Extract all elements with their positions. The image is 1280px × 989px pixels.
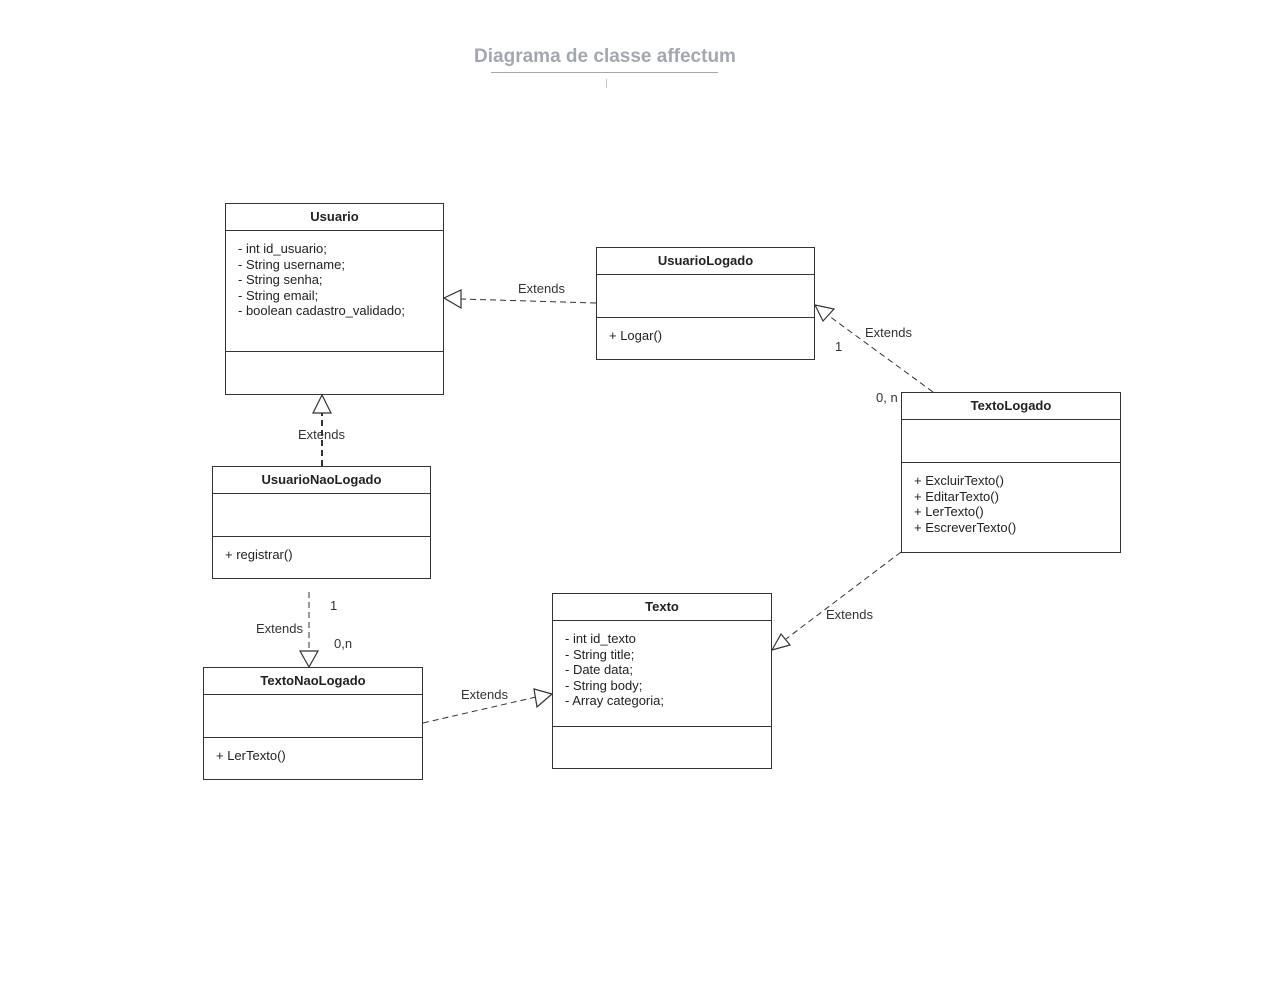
attributes-section — [902, 420, 1120, 463]
class-attribute: - String username; — [238, 256, 345, 272]
methods-section: + ExcluirTexto()+ EditarTexto()+ LerText… — [902, 463, 1120, 553]
class-attribute: - int id_texto — [565, 631, 636, 646]
class-name: TextoLogado — [902, 393, 1120, 420]
edge-textologado-texto[interactable] — [785, 551, 902, 640]
class-attribute: - String title; — [565, 646, 635, 662]
generalization-arrowhead — [442, 289, 462, 310]
title-underline — [491, 72, 718, 73]
methods-section: + registrar() — [213, 537, 430, 579]
class-attribute: - String email; — [238, 287, 319, 303]
class-usuario-nao-logado[interactable]: UsuarioNaoLogado + registrar() — [212, 466, 431, 579]
class-texto-nao-logado[interactable]: TextoNaoLogado + LerTexto() — [203, 667, 423, 780]
class-name: UsuarioLogado — [597, 248, 814, 275]
attributes-section — [204, 695, 422, 738]
title-tick — [606, 79, 607, 88]
edge-textologado-usuariologado[interactable] — [828, 315, 934, 393]
attributes-section: - int id_usuario;- String username;- Str… — [226, 231, 443, 352]
class-method: + EscreverTexto() — [914, 519, 1017, 535]
class-usuario-logado[interactable]: UsuarioLogado + Logar() — [596, 247, 815, 360]
generalization-arrowhead — [298, 650, 320, 669]
attributes-section — [213, 494, 430, 537]
relation-label: Extends — [518, 281, 565, 296]
relation-label: Extends — [256, 621, 303, 636]
class-method: + Logar() — [609, 328, 663, 343]
class-attribute: - int id_usuario; — [238, 241, 327, 256]
class-name: UsuarioNaoLogado — [213, 467, 430, 494]
generalization-arrowhead — [533, 688, 554, 709]
multiplicity-label: 1 — [835, 339, 842, 354]
class-attribute: - boolean cadastro_validado; — [238, 303, 405, 319]
methods-section: + LerTexto() — [204, 738, 422, 780]
generalization-arrowhead — [312, 393, 332, 414]
generalization-arrowhead — [813, 304, 836, 323]
methods-section: + Logar() — [597, 318, 814, 360]
class-name: Usuario — [226, 204, 443, 231]
class-attribute: - Date data; — [565, 662, 633, 678]
relation-label: Extends — [865, 325, 912, 340]
class-name: TextoNaoLogado — [204, 668, 422, 695]
class-method: + registrar() — [225, 547, 293, 562]
multiplicity-label: 1 — [330, 598, 337, 613]
relation-label: Extends — [298, 427, 345, 442]
class-name: Texto — [553, 594, 771, 621]
class-method: + EditarTexto() — [914, 488, 999, 504]
generalization-arrowhead — [770, 632, 792, 651]
class-attribute: - Array categoria; — [565, 693, 664, 709]
attributes-section: - int id_texto- String title;- Date data… — [553, 621, 771, 727]
multiplicity-label: 0,n — [334, 636, 352, 651]
class-method: + LerTexto() — [216, 748, 286, 763]
multiplicity-label: 0, n — [876, 390, 898, 405]
class-attribute: - String body; — [565, 677, 643, 693]
relation-label: Extends — [826, 607, 873, 622]
class-method: + LerTexto() — [914, 504, 984, 520]
class-attribute: - String senha; — [238, 272, 323, 288]
class-texto[interactable]: Texto - int id_texto- String title;- Dat… — [552, 593, 772, 769]
edge-usuariologado-usuario[interactable] — [460, 298, 597, 304]
diagram-title: Diagrama de classe affectum — [474, 46, 736, 67]
class-usuario[interactable]: Usuario - int id_usuario;- String userna… — [225, 203, 444, 395]
class-texto-logado[interactable]: TextoLogado + ExcluirTexto()+ EditarText… — [901, 392, 1121, 553]
class-method: + ExcluirTexto() — [914, 473, 1004, 488]
attributes-section — [597, 275, 814, 318]
relation-label: Extends — [461, 687, 508, 702]
